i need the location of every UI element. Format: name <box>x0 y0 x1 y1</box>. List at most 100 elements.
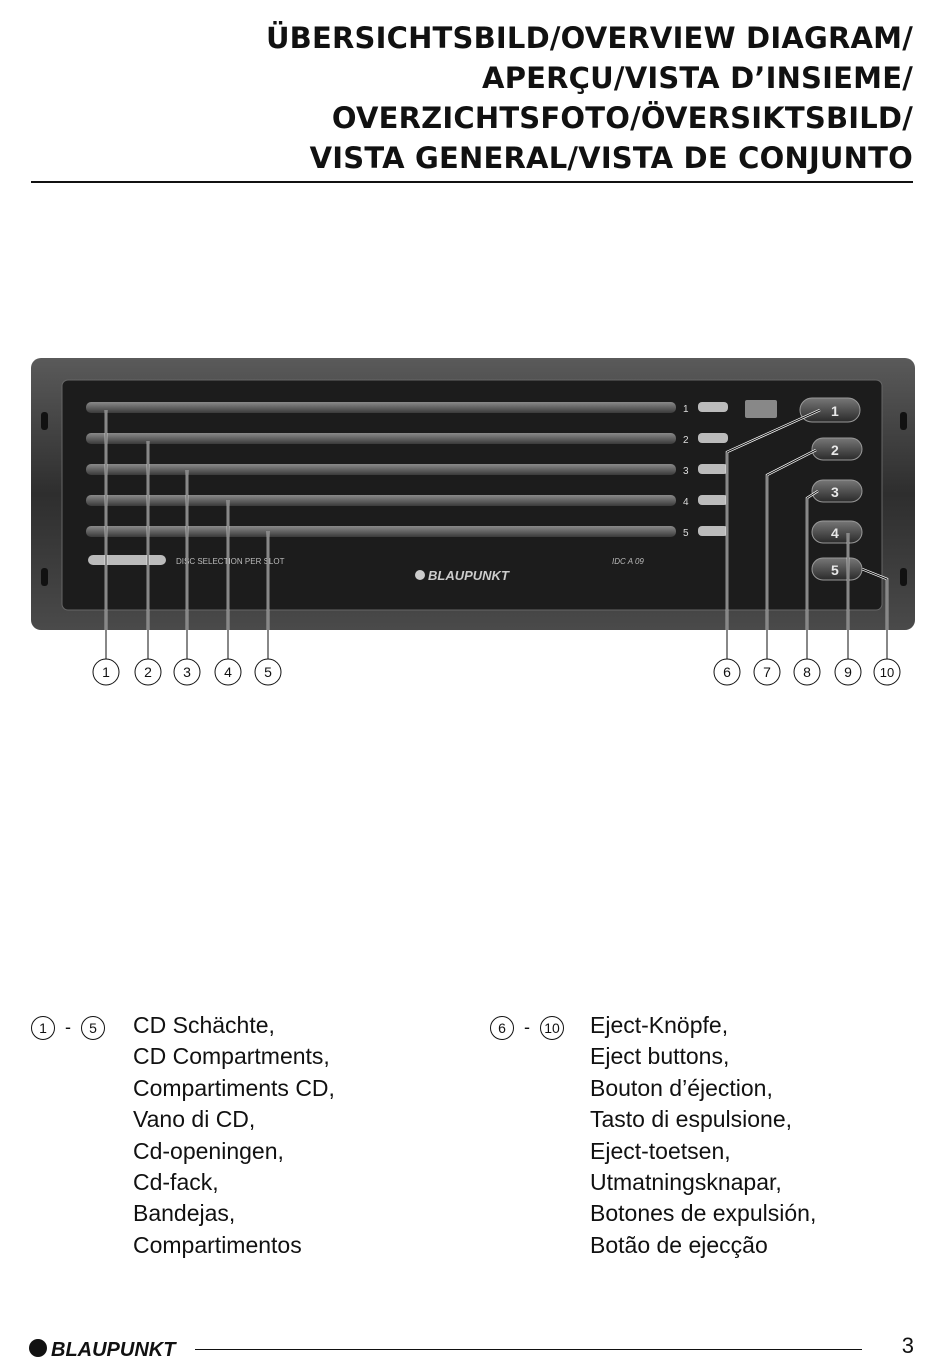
callout-circle <box>173 658 201 686</box>
brand-dot-icon <box>415 570 425 580</box>
legend-item: Tasto di espulsione, <box>590 1106 793 1133</box>
eject-buttons: 1 2 3 4 5 <box>799 397 863 581</box>
legend-left-range: 1 - 5 <box>31 1012 105 1043</box>
mount-hole <box>900 568 907 586</box>
legend-item: Bandejas, <box>133 1200 236 1227</box>
callout-circle <box>92 658 120 686</box>
eject-button-label: 2 <box>831 442 839 458</box>
range-separator: - <box>524 1017 530 1037</box>
title-line: APERÇU/VISTA D’INSIEME/ <box>482 61 913 95</box>
eject-button-label: 5 <box>831 562 839 578</box>
title-line: OVERZICHTSFOTO/ÖVERSIKTSBILD/ <box>331 101 913 135</box>
indicator-strip-icon <box>88 555 166 565</box>
slot-number: 3 <box>683 466 689 477</box>
slot-led-icon <box>698 526 728 536</box>
slot-led-icon <box>698 464 728 474</box>
callout-number: 1 <box>102 664 110 680</box>
legend-item: Eject-Knöpfe, <box>590 1012 729 1038</box>
legend-item: CD Compartments, <box>133 1043 330 1070</box>
legend-item: Cd-openingen, <box>133 1137 284 1164</box>
footer-divider <box>195 1349 862 1350</box>
mount-hole <box>41 568 48 586</box>
legend-item: Eject-toetsen, <box>590 1137 731 1164</box>
model-label: IDC A 09 <box>612 557 644 566</box>
footer-logo: BLAUPUNKT <box>28 1335 192 1361</box>
slot-number: 5 <box>683 528 689 539</box>
page-title: ÜBERSICHTSBILD/OVERVIEW DIAGRAM/ APERÇU/… <box>33 18 913 178</box>
callout-circle <box>254 658 282 686</box>
callout-number: 4 <box>224 664 232 680</box>
leader-line <box>726 409 821 660</box>
callout-circle <box>753 658 781 686</box>
cd-slot <box>86 464 676 475</box>
callout-number: 3 <box>183 664 191 680</box>
device-brand-logo: BLAUPUNKT <box>428 568 510 583</box>
cd-slot <box>86 526 676 537</box>
callout-circle <box>834 658 862 686</box>
slot-indicators: 1 2 3 4 5 <box>683 402 728 539</box>
compact-disc-logo-icon <box>745 400 777 418</box>
eject-button-4[interactable] <box>811 520 863 544</box>
title-divider <box>31 181 913 183</box>
eject-button-label: 3 <box>831 484 839 500</box>
cd-slots <box>86 402 676 537</box>
callout-circle <box>713 658 741 686</box>
callout-number: 9 <box>844 664 852 680</box>
cd-changer-illustration: 1 2 3 4 5 DISC SELECTION PER SLOT IDC A … <box>31 358 915 686</box>
mount-hole <box>900 412 907 430</box>
legend-item: Compartimentos <box>133 1231 302 1258</box>
legend-item: Vano di CD, <box>133 1106 256 1133</box>
cd-slot <box>86 495 676 506</box>
legend-item: CD Schächte, <box>133 1012 275 1038</box>
page-number: 3 <box>901 1333 914 1358</box>
callout-number: 7 <box>763 664 771 680</box>
range-separator: - <box>65 1017 71 1037</box>
eject-button-label: 1 <box>831 403 839 419</box>
title-line: VISTA GENERAL/VISTA DE CONJUNTO <box>309 141 913 175</box>
slot-number: 2 <box>683 435 689 446</box>
callout-circle <box>214 658 242 686</box>
leader-line <box>766 449 817 660</box>
legend-item: Eject buttons, <box>590 1043 730 1070</box>
slot-led-icon <box>698 433 728 443</box>
legend-item: Cd-fack, <box>133 1169 219 1196</box>
mount-hole <box>41 412 48 430</box>
eject-button-2[interactable] <box>811 437 863 461</box>
eject-button-label: 4 <box>831 525 839 541</box>
eject-button-1[interactable] <box>799 397 861 423</box>
legend-left-list: CD Schächte, CD Compartments, Compartime… <box>133 1010 335 1261</box>
callout-ref: 10 <box>540 1015 564 1040</box>
slot-number: 1 <box>683 404 689 415</box>
callout-ref: 6 <box>490 1015 514 1040</box>
callout-number: 8 <box>803 664 811 680</box>
legend-item: Utmatningsknapar, <box>590 1169 782 1196</box>
callout-ref: 1 <box>31 1015 55 1040</box>
footer-logo-text: BLAUPUNKT <box>51 1339 177 1361</box>
blaupunkt-logo-icon: BLAUPUNKT <box>29 1339 177 1361</box>
legend-right-range: 6 - 10 <box>490 1012 564 1043</box>
callout-number: 5 <box>264 664 272 680</box>
leader-lines-core <box>105 409 888 660</box>
callout-ref: 5 <box>81 1015 105 1040</box>
legend-item: Bouton d’éjection, <box>590 1074 773 1101</box>
legend-item: Compartiments CD, <box>133 1074 335 1101</box>
leader-line <box>806 490 819 660</box>
title-line: ÜBERSICHTSBILD/OVERVIEW DIAGRAM/ <box>265 21 913 55</box>
cd-slot <box>86 433 676 444</box>
legend-item: Botones de expulsión, <box>590 1200 817 1227</box>
callout-number: 10 <box>880 665 894 680</box>
feature-label: DISC SELECTION PER SLOT <box>176 557 285 566</box>
callout-circle <box>134 658 162 686</box>
legend-right-list: Eject-Knöpfe, Eject buttons, Bouton d’éj… <box>590 1010 816 1261</box>
legend-item: Botão de ejecção <box>590 1231 768 1258</box>
callout-number: 6 <box>723 664 731 680</box>
callout-circle <box>793 658 821 686</box>
callout-circle <box>873 658 901 686</box>
leader-line <box>861 568 888 660</box>
slot-number: 4 <box>683 497 689 508</box>
callouts: 1 2 3 4 5 6 7 8 9 10 <box>92 658 901 686</box>
callout-number: 2 <box>144 664 152 680</box>
eject-button-3[interactable] <box>811 479 863 503</box>
slot-led-icon <box>698 495 728 505</box>
cd-slot <box>86 402 676 413</box>
